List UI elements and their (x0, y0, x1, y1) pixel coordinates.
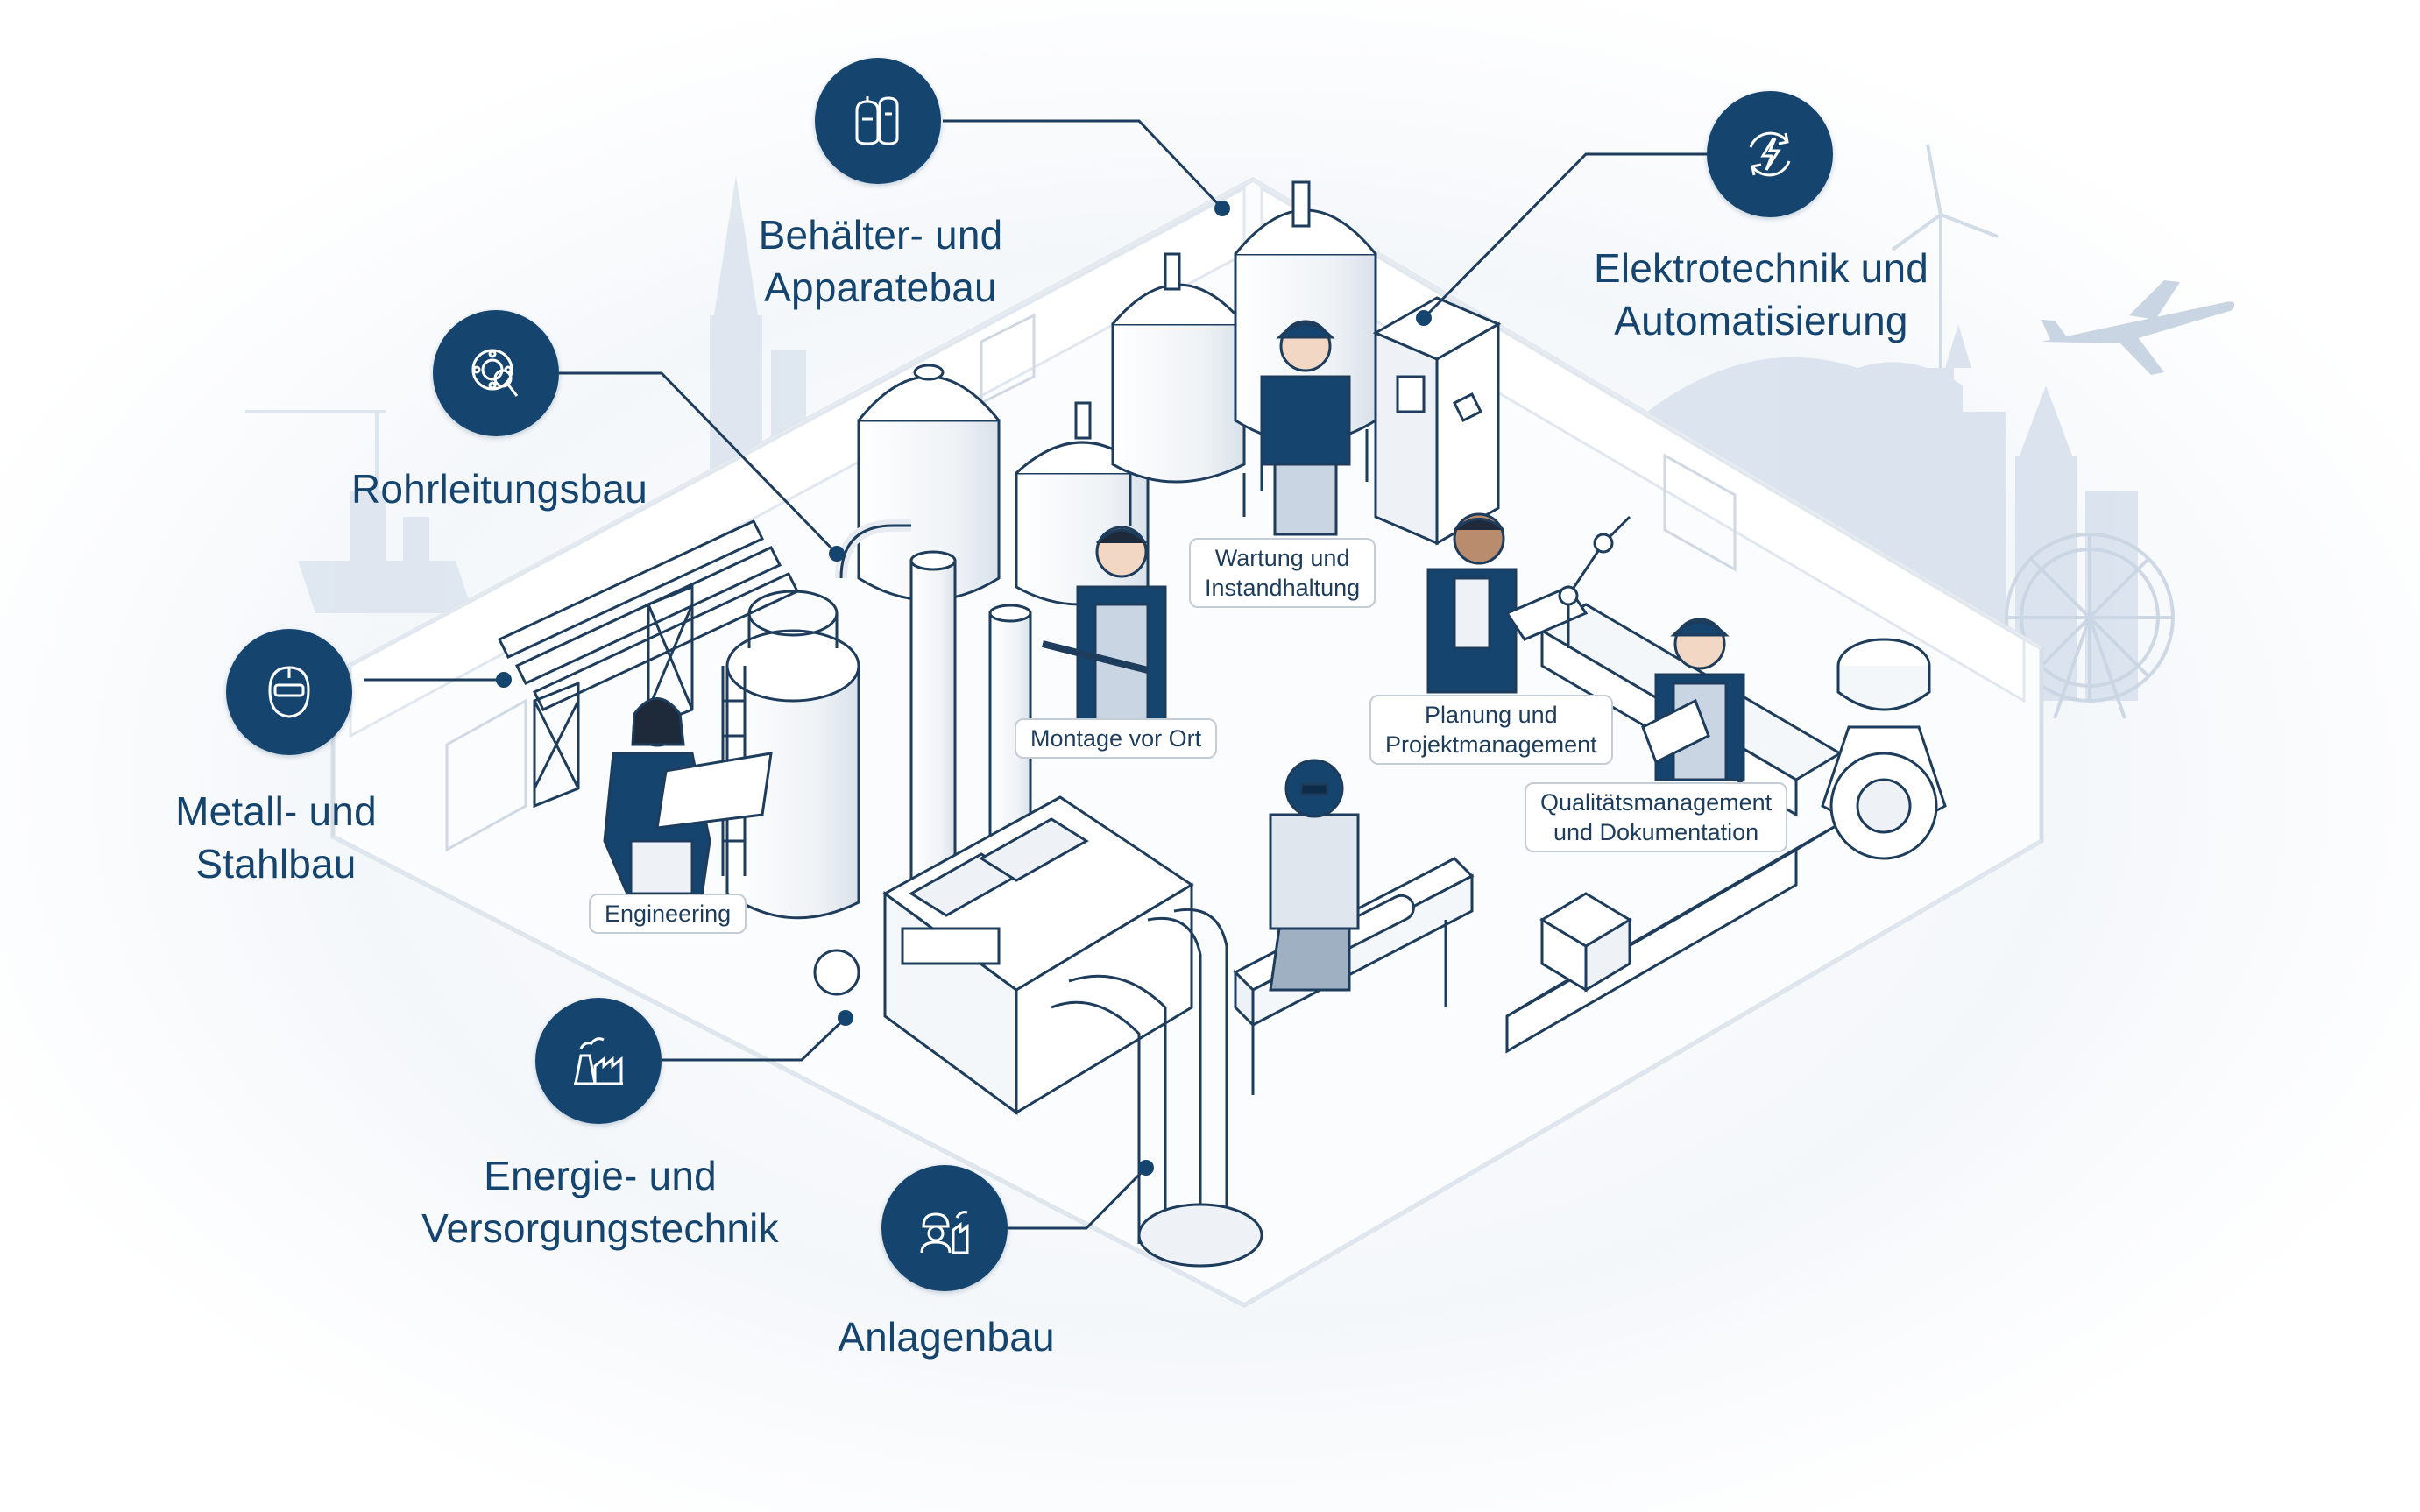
pipe-flange-icon (471, 349, 519, 397)
robot-arm (1558, 515, 1631, 648)
connector-dots (496, 201, 1432, 1176)
pipe-rack (497, 519, 800, 809)
power-plant-icon (574, 1037, 623, 1085)
funnel-machine (1821, 638, 1947, 860)
tag-planung[interactable]: Planung und Projektmanagement (1369, 695, 1613, 765)
storage-tank (721, 590, 860, 920)
worker-plant-icon (920, 1211, 969, 1254)
tanks-icon-button[interactable] (815, 58, 941, 184)
ferris-wheel (2005, 533, 2175, 719)
control-cabinet (1372, 296, 1502, 546)
label-anlagen[interactable]: Anlagenbau (838, 1314, 1055, 1360)
tanks-icon (855, 96, 899, 145)
tag-wartung[interactable]: Wartung und Instandhaltung (1189, 538, 1376, 608)
tag-engineering[interactable]: Engineering (589, 894, 747, 934)
central-unit (813, 795, 1194, 1115)
power-cycle-icon-button[interactable] (1707, 91, 1833, 217)
pipe-flange-icon-button[interactable] (433, 310, 559, 436)
label-rohr[interactable]: Rohrleitungsbau (350, 466, 647, 512)
label-energie[interactable]: Energie- und Versorgungstechnik (421, 1153, 779, 1251)
label-behaelter[interactable]: Behälter- und Apparatebau (758, 212, 1003, 310)
welding-mask-icon (268, 666, 310, 718)
tag-montage[interactable]: Montage vor Ort (1015, 718, 1218, 759)
airplane (2041, 280, 2235, 375)
worker-wartung (1260, 320, 1351, 536)
vertical-pipes (1051, 908, 1263, 1268)
label-elektro[interactable]: Elektrotechnik und Automatisierung (1593, 245, 1929, 343)
power-plant-icon-button[interactable] (535, 998, 662, 1124)
label-metall[interactable]: Metall- und Stahlbau (175, 788, 377, 887)
worker-qualitaet (1641, 618, 1745, 781)
worker-planung (1426, 512, 1589, 694)
welding-mask-icon-button[interactable] (226, 629, 352, 755)
worker-montage (1042, 526, 1167, 729)
worker-plant-icon-button[interactable] (881, 1165, 1008, 1291)
worker-welder (1269, 759, 1360, 992)
tag-qualitaet[interactable]: Qualitätsmanagement und Dokumentation (1525, 782, 1788, 852)
wind-turbine (1891, 144, 1999, 368)
connector-lines (364, 119, 1707, 1230)
power-cycle-icon (1749, 131, 1791, 177)
